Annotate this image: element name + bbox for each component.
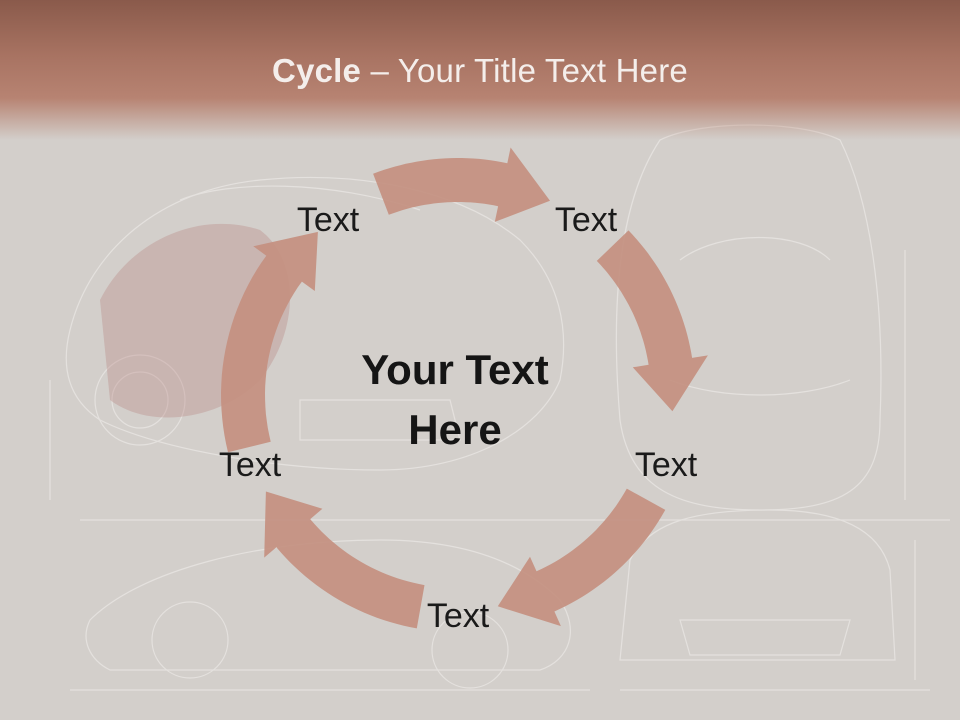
cycle-arrow-5 bbox=[221, 231, 318, 453]
cycle-arrows bbox=[221, 147, 708, 629]
cycle-node-1-label: Text bbox=[296, 201, 360, 239]
title-banner bbox=[0, 0, 960, 140]
slide-title: Cycle – Your Title Text Here bbox=[0, 52, 960, 90]
cycle-arrow-4 bbox=[264, 491, 425, 629]
center-text: Your Text Here bbox=[330, 340, 580, 460]
title-rest: – Your Title Text Here bbox=[361, 52, 688, 89]
cycle-node-2-label: Text bbox=[554, 201, 618, 239]
center-text-line2: Here bbox=[408, 406, 502, 453]
cycle-arrow-1 bbox=[373, 147, 550, 222]
center-text-line1: Your Text bbox=[361, 346, 549, 393]
cycle-node-4-label: Text bbox=[426, 597, 490, 635]
cycle-arrow-3 bbox=[497, 488, 666, 627]
title-bold: Cycle bbox=[272, 52, 362, 89]
cycle-node-3-label: Text bbox=[634, 446, 698, 484]
cycle-node-5-label: Text bbox=[218, 446, 282, 484]
cycle-arrow-2 bbox=[596, 230, 708, 412]
